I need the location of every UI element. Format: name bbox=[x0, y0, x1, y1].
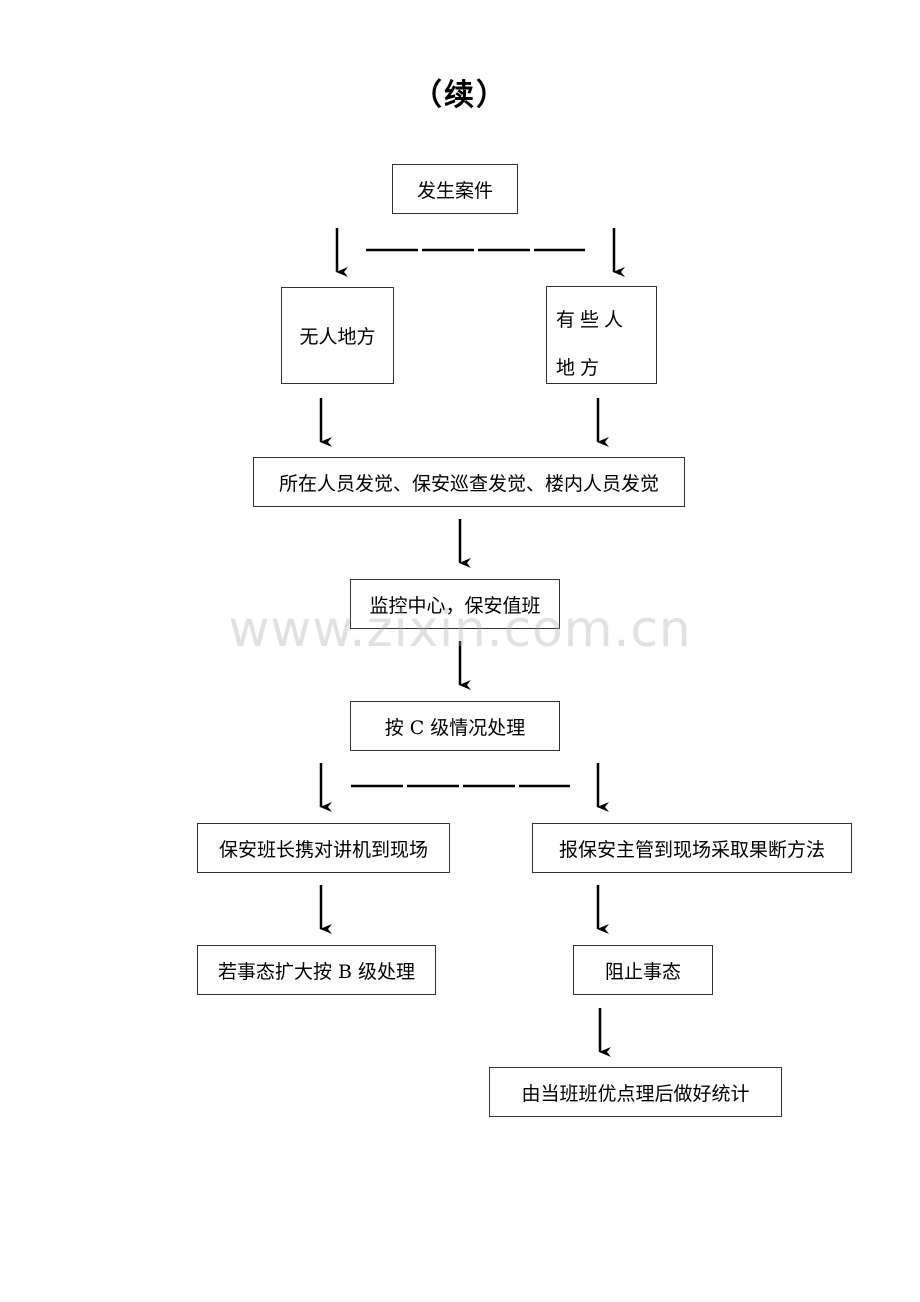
node-statistics: 由当班班优点理后做好统计 bbox=[489, 1067, 782, 1117]
node-squad-leader: 保安班长携对讲机到现场 bbox=[197, 823, 450, 873]
node-escalate-b: 若事态扩大按 B 级处理 bbox=[197, 945, 436, 995]
page-title: （续） bbox=[412, 78, 508, 113]
node-monitor: 监控中心，保安值班 bbox=[350, 579, 560, 629]
node-report-supervisor: 报保安主管到现场采取果断方法 bbox=[532, 823, 852, 873]
node-manned: 有些人地方 bbox=[546, 286, 657, 384]
node-level-c: 按 C 级情况处理 bbox=[350, 701, 560, 751]
node-incident: 发生案件 bbox=[392, 164, 518, 214]
node-unmanned: 无人地方 bbox=[281, 287, 394, 384]
node-discovery: 所在人员发觉、保安巡查发觉、楼内人员发觉 bbox=[253, 457, 685, 507]
node-stop: 阻止事态 bbox=[573, 945, 713, 995]
